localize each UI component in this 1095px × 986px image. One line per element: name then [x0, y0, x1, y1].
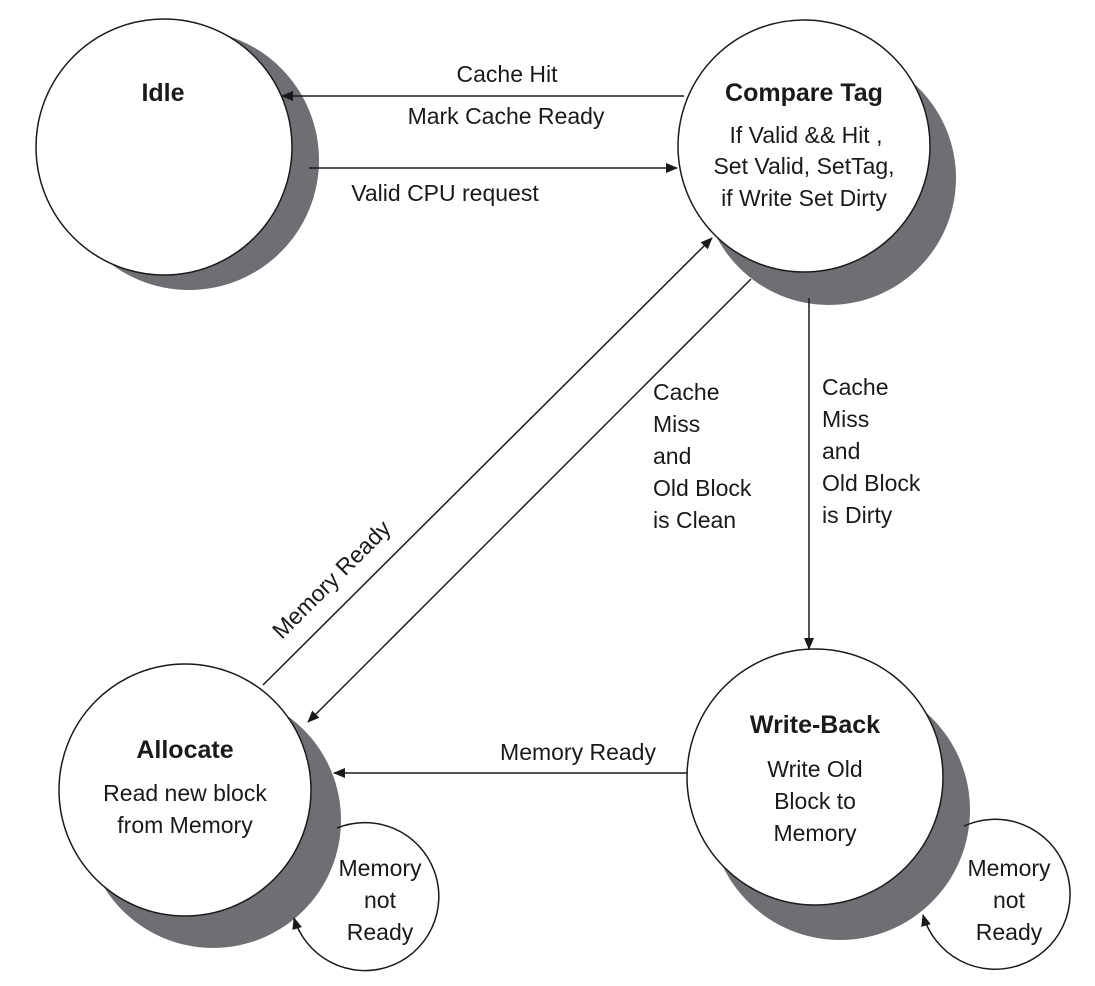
- state-circle: [35, 18, 293, 276]
- state-compare-tag: Compare Tag If Valid && Hit , Set Valid,…: [677, 19, 956, 305]
- state-title: Compare Tag: [725, 79, 883, 107]
- transition-label-line: Old Block: [653, 475, 752, 501]
- self-loop-label-line: Ready: [347, 919, 414, 945]
- transition-allocate-to-compare: Memory Ready: [262, 237, 713, 686]
- transition-arrow: [307, 278, 752, 723]
- transition-label: Memory Ready: [267, 515, 396, 644]
- transition-label-line: is Dirty: [822, 502, 893, 528]
- state-allocate: Allocate Read new block from Memory: [58, 663, 341, 948]
- self-loop-label-line: Ready: [976, 919, 1043, 945]
- state-action-line: Block to: [774, 788, 856, 814]
- transition-idle-to-compare: Valid CPU request: [309, 163, 678, 206]
- self-loop-label-line: not: [364, 887, 397, 913]
- transition-label-line: Cache: [653, 379, 719, 405]
- self-loop-label-line: Memory: [967, 855, 1051, 881]
- state-circle: [677, 19, 931, 273]
- transition-compare-to-allocate: Cache Miss and Old Block is Clean: [307, 278, 752, 723]
- state-circle: [686, 648, 944, 906]
- self-loop-label-line: Memory: [338, 855, 422, 881]
- transition-label-line: Miss: [822, 406, 869, 432]
- transition-compare-to-writeback: Cache Miss and Old Block is Dirty: [804, 298, 921, 650]
- transition-label-line: and: [822, 438, 860, 464]
- transition-compare-to-idle: Cache Hit Mark Cache Ready: [281, 61, 684, 129]
- transition-label: Cache Hit: [457, 61, 559, 87]
- state-title: Allocate: [136, 736, 233, 764]
- state-action-line: if Write Set Dirty: [721, 185, 887, 211]
- transition-allocate-self-loop: Memory not Ready: [292, 821, 440, 972]
- self-loop-arc: [921, 818, 1071, 970]
- state-title: Write-Back: [750, 711, 880, 739]
- transition-arrow: [262, 237, 713, 686]
- transition-label-line: Miss: [653, 411, 700, 437]
- state-action-line: Set Valid, SetTag,: [713, 153, 894, 179]
- transition-label: Mark Cache Ready: [408, 103, 605, 129]
- transition-label-line: Cache: [822, 374, 888, 400]
- transition-label: Memory Ready: [500, 739, 656, 765]
- state-write-back: Write-Back Write Old Block to Memory: [686, 648, 970, 940]
- transition-writeback-to-allocate: Memory Ready: [333, 739, 687, 778]
- transition-label: Valid CPU request: [351, 180, 539, 206]
- self-loop-arc: [292, 821, 440, 972]
- state-circle: [58, 663, 312, 917]
- state-action-line: Memory: [773, 820, 857, 846]
- state-action-line: from Memory: [117, 812, 253, 838]
- state-action-line: Write Old: [767, 756, 862, 782]
- transition-label-line: is Clean: [653, 507, 736, 533]
- state-action-line: Read new block: [103, 780, 267, 806]
- transition-label-line: Old Block: [822, 470, 921, 496]
- state-idle: Idle: [35, 18, 319, 290]
- transition-writeback-self-loop: Memory not Ready: [921, 818, 1071, 970]
- state-action-line: If Valid && Hit ,: [730, 122, 883, 148]
- state-title: Idle: [141, 79, 184, 107]
- self-loop-label-line: not: [993, 887, 1026, 913]
- transition-label-line: and: [653, 443, 691, 469]
